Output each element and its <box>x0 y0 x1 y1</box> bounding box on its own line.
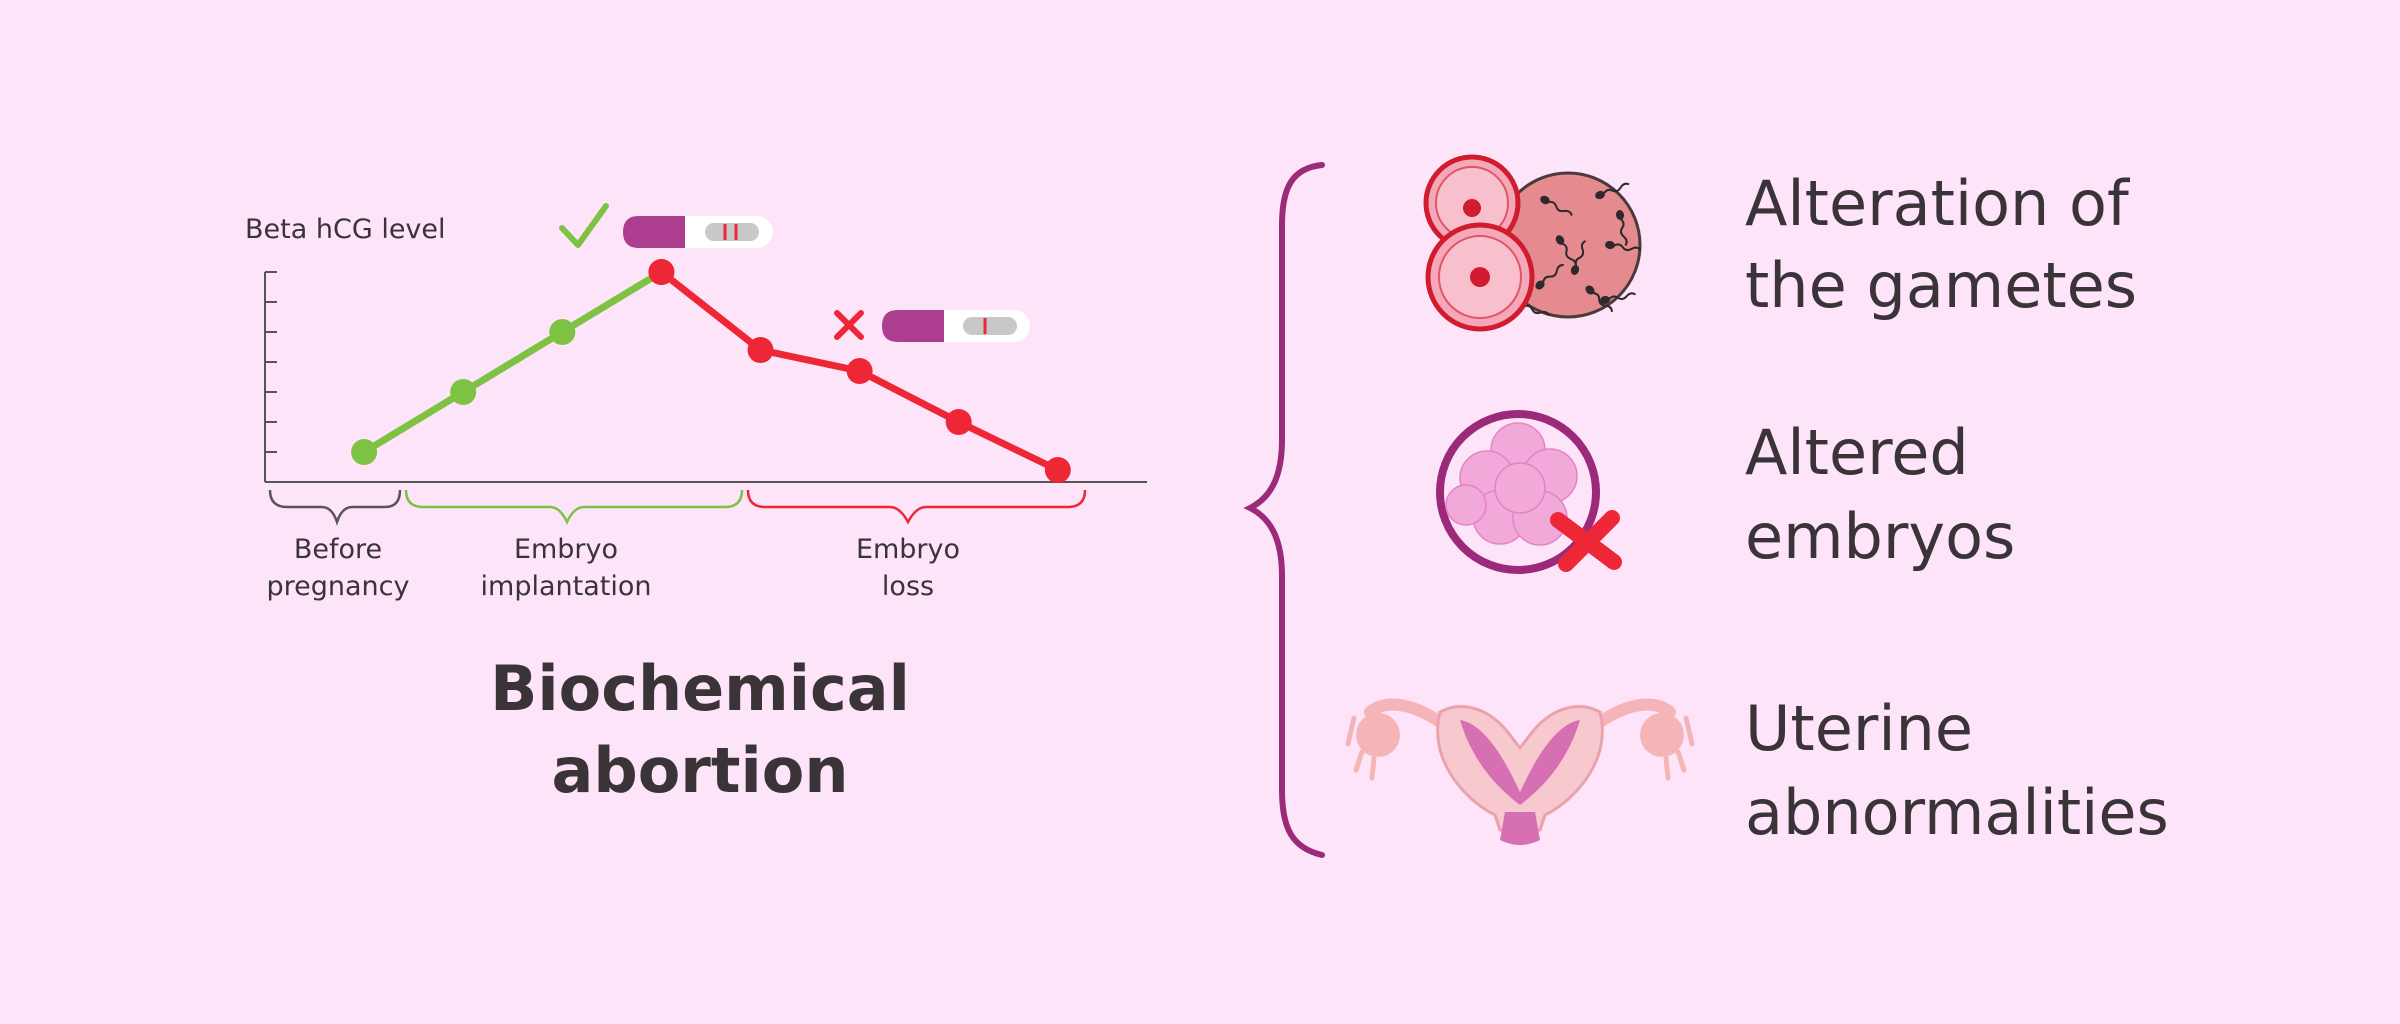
fallopian-tube-left <box>1364 698 1446 728</box>
sperm-head <box>1600 295 1610 305</box>
check-icon <box>559 203 609 248</box>
uterus-icon <box>1345 698 1695 845</box>
sperm-tail <box>1608 292 1637 301</box>
cross-stroke-2 <box>834 310 864 340</box>
phase-label-embryo-implantation-2: implantation <box>481 571 652 602</box>
cross-stroke-2 <box>1558 510 1620 572</box>
phase-braces <box>268 489 1087 526</box>
sperm-cell <box>1595 182 1630 200</box>
sperm-cell <box>1600 292 1637 305</box>
cause-label-gametes-1: Alteration of <box>1745 167 2131 240</box>
cell-bottom-nucleus <box>1470 267 1490 287</box>
chart-title-line-2: abortion <box>551 734 848 807</box>
brace-embryo-loss <box>746 489 1087 525</box>
phase-labels: Before pregnancy Embryo implantation Emb… <box>267 534 961 602</box>
sperm-head <box>1585 285 1595 295</box>
uterine-cavity <box>1460 720 1580 805</box>
phase-label-before-pregnancy-2: pregnancy <box>267 571 410 602</box>
phase-label-embryo-loss-2: loss <box>882 571 934 602</box>
test-window <box>705 223 759 241</box>
sperm-head <box>1615 210 1625 220</box>
cause-label-embryos-2: embryos <box>1745 500 2015 573</box>
sperm-tail <box>1619 218 1628 247</box>
sperm-head <box>1605 240 1615 250</box>
phase-label-embryo-implantation-1: Embryo <box>514 534 618 565</box>
hcg-chart: Beta hCG level Before pregnancy Embryo i… <box>245 203 1147 807</box>
data-point <box>846 358 873 384</box>
sperm-tail <box>1613 243 1642 252</box>
chart-axes <box>264 272 1147 483</box>
data-point <box>450 379 477 405</box>
cervix <box>1500 812 1540 845</box>
series-line-0 <box>362 269 664 455</box>
grouping-brace <box>1243 162 1325 858</box>
phase-label-embryo-loss-1: Embryo <box>856 534 960 565</box>
sperm-cells <box>1515 182 1642 317</box>
test-handle <box>882 310 944 342</box>
fimbriae-left <box>1345 715 1377 781</box>
sperm-tail <box>1523 304 1551 317</box>
data-point <box>549 319 576 345</box>
cross-icon <box>834 310 864 340</box>
cause-labels: Alteration of the gametes Altered embryo… <box>1745 167 2169 849</box>
test-handle <box>623 216 685 248</box>
negative-test-icon <box>882 310 1030 342</box>
positive-test-icon <box>623 216 773 248</box>
chart-ylabel: Beta hCG level <box>245 214 446 245</box>
fimbriae-right <box>1663 715 1695 781</box>
embryo-blastomeres <box>1445 422 1578 546</box>
fallopian-tube-right <box>1594 698 1676 728</box>
sperm-head <box>1535 280 1545 290</box>
sperm-tail <box>1542 264 1564 283</box>
y-axis-ticks <box>265 271 277 453</box>
data-point <box>747 337 774 363</box>
sperm-cell <box>1540 195 1573 216</box>
test-window <box>963 317 1017 335</box>
sperm-head <box>1555 235 1565 245</box>
brace-embryo-implantation <box>404 489 744 525</box>
gametes-icon <box>1423 154 1642 332</box>
sperm-tail <box>1602 182 1630 195</box>
data-point <box>945 409 972 435</box>
cause-label-uterine-2: abnormalities <box>1745 776 2169 849</box>
sperm-cell <box>1605 240 1642 252</box>
cell-top-nucleus <box>1463 199 1481 217</box>
sperm-cell <box>1585 285 1613 312</box>
sperm-cell <box>1535 264 1564 290</box>
blastomere <box>1494 462 1546 514</box>
sperm-tail <box>1574 239 1587 267</box>
data-point <box>648 259 675 285</box>
cause-label-uterine-1: Uterine <box>1745 692 1973 765</box>
chart-title-line-1: Biochemical <box>490 652 910 725</box>
ovary-right <box>1640 713 1684 757</box>
sperm-tail <box>1592 291 1613 312</box>
blastomere <box>1445 484 1487 526</box>
sperm-tail <box>1548 200 1573 216</box>
cause-label-gametes-2: the gametes <box>1745 249 2137 322</box>
altered-embryo-icon <box>1436 410 1622 574</box>
cross-icon <box>1550 510 1622 572</box>
ovary-left <box>1356 713 1400 757</box>
brace-before-pregnancy <box>268 489 402 526</box>
sperm-cell <box>1570 239 1587 275</box>
data-point <box>351 439 378 465</box>
chart-title: Biochemical abortion <box>490 652 910 807</box>
phase-label-before-pregnancy-1: Before <box>294 534 382 565</box>
data-point <box>1044 457 1071 483</box>
sperm-cell <box>1615 210 1628 247</box>
cause-label-embryos-1: Altered <box>1745 416 1969 489</box>
series-layer <box>351 259 1071 483</box>
